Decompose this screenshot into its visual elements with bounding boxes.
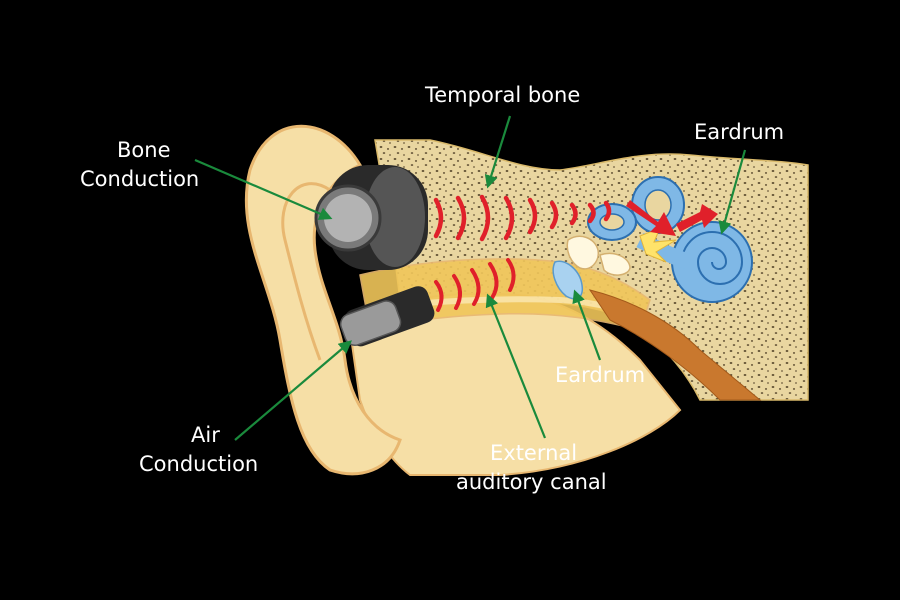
label-external-canal-line2: auditory canal (456, 470, 607, 494)
label-temporal-bone: Temporal bone (424, 83, 580, 107)
air-conduction-device (339, 286, 435, 347)
ossicles (566, 235, 631, 276)
nerve-shape (588, 289, 762, 401)
label-bone-conduction-line1: Bone (117, 138, 170, 162)
outer-ear-inner-fold (281, 182, 331, 361)
bone-conduction-device (314, 165, 428, 270)
arrow-eardrum-upper (718, 149, 747, 235)
arrow-bone-conduction (194, 158, 333, 220)
bone-wave-arrow (626, 200, 676, 236)
label-eardrum-upper: Eardrum (694, 120, 784, 144)
label-external-canal-line1: External (490, 441, 577, 465)
label-air-conduction-line2: Conduction (139, 452, 258, 476)
air-sound-waves (434, 258, 516, 312)
label-eardrum-lower: Eardrum (555, 363, 645, 387)
label-air-conduction-line1: Air (191, 423, 220, 447)
arrow-air-conduction (234, 340, 353, 441)
arrow-eardrum-lower (572, 289, 602, 361)
arrow-temporal-bone (484, 115, 512, 189)
arrow-external-canal (485, 293, 547, 439)
bone-wave-arrow-2 (676, 204, 718, 232)
label-bone-conduction-line2: Conduction (80, 167, 199, 191)
bone-sound-waves (433, 194, 612, 242)
